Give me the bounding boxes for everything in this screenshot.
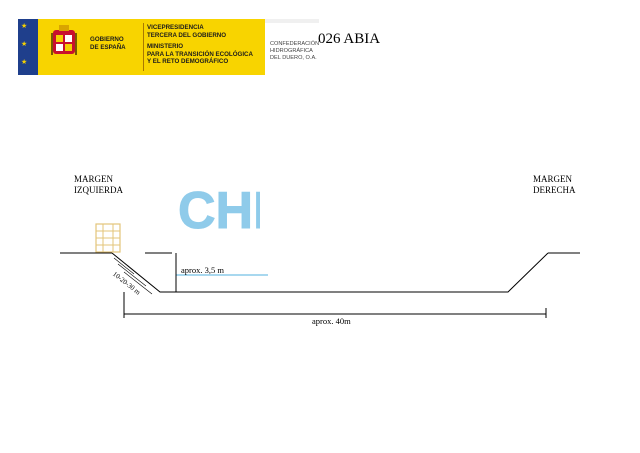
tree-icon — [95, 223, 121, 253]
left-margin-label: MARGEN IZQUIERDA — [74, 174, 123, 195]
gov-text: GOBIERNO DE ESPAÑA — [90, 36, 126, 51]
header-banner: ★ ★ ★ GOBIERNO DE ESPAÑA VICEPRESIDENCIA… — [0, 0, 640, 78]
chd-text: CONFEDERACIÓN HIDROGRÁFICA DEL DUERO, O.… — [270, 41, 320, 61]
width-label: aprox. 40m — [312, 316, 351, 326]
slope-hatch-2 — [117, 263, 147, 287]
chd-watermark: CHD — [178, 182, 260, 241]
ministry-text: MINISTERIO PARA LA TRANSICIÓN ECOLÓGICA … — [147, 43, 253, 65]
riverbed-profile — [111, 252, 549, 293]
chd-logo — [265, 19, 319, 75]
logo-divider — [143, 23, 144, 71]
government-logo: GOBIERNO DE ESPAÑA VICEPRESIDENCIA TERCE… — [38, 19, 265, 75]
slope-hatch-3 — [123, 271, 153, 295]
page-title: 026 ABIA — [318, 31, 381, 47]
right-margin-label: MARGEN DERECHA — [533, 174, 576, 195]
depth-label: aprox. 3,5 m — [181, 265, 224, 275]
coat-of-arms-icon — [51, 25, 77, 55]
slope-hatch-1 — [113, 257, 135, 275]
vice-text: VICEPRESIDENCIA TERCERA DEL GOBIERNO — [147, 24, 227, 39]
eu-flag-icon: ★ ★ ★ — [18, 19, 38, 75]
watermark-bar — [176, 274, 268, 276]
watermark-text: CHD — [178, 182, 260, 240]
